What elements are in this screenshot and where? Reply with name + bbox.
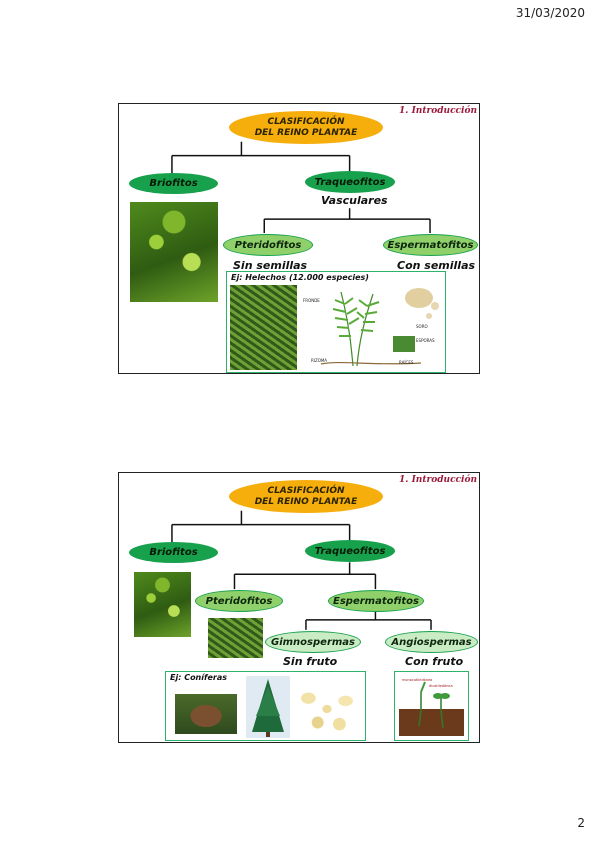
slide-2: 1. Introducción CLASIFICACIÓN DEL REINO … [118,472,480,743]
pteridofitos-oval: Pteridofitos [195,590,283,612]
angiosperm-example-box: monocotiledónea dicotiledónea [394,671,469,741]
fern-photo [230,285,297,370]
spruce-tree-icon [252,679,284,737]
diagram-label-soro: SORO [416,324,428,329]
espermatofitos-oval: Espermatofitos [383,234,478,256]
connector-lines [171,510,432,630]
gimnospermas-oval: Gimnospermas [265,631,361,653]
fern-example-box: Ej: Helechos (12.000 especies) [226,271,446,373]
moss-photo [130,202,218,302]
sin-semillas-label: Sin semillas [233,259,308,272]
pinecone-photo [175,694,237,734]
spruce-photo [246,676,290,738]
seedling-diagram: monocotiledónea dicotiledónea [399,676,464,736]
conifer-example-label: Ej: Coníferas [170,673,228,682]
seedling-label-dico: dicotiledónea [429,684,453,688]
pteridofitos-oval: Pteridofitos [223,234,313,256]
title-line-1: CLASIFICACIÓN [267,485,345,496]
connector-lines [171,141,431,234]
fern-photo [208,618,263,658]
moss-photo [134,572,191,637]
traqueofitos-oval: Traqueofitos [305,171,395,193]
briofitos-oval: Briofitos [129,173,218,194]
slide-1: 1. Introducción CLASIFICACIÓN DEL REINO … [118,103,480,374]
diagram-label-rizoma: RIZOMA [311,358,327,363]
briofitos-oval: Briofitos [129,542,218,563]
page-date: 31/03/2020 [515,6,585,20]
page-number: 2 [577,816,585,830]
angiospermas-oval: Angiospermas [385,631,478,653]
seedling-icon: monocotiledónea dicotiledónea [402,678,453,729]
section-label: 1. Introducción [399,106,477,116]
title-oval: CLASIFICACIÓN DEL REINO PLANTAE [229,480,383,513]
espermatofitos-oval: Espermatofitos [328,590,424,612]
title-line-2: DEL REINO PLANTAE [254,127,358,138]
title-line-2: DEL REINO PLANTAE [254,496,358,507]
vasculares-label: Vasculares [321,194,388,207]
sin-fruto-label: Sin fruto [283,655,338,668]
con-semillas-label: Con semillas [397,259,476,272]
conifer-example-box: Ej: Coníferas [165,671,366,741]
diagram-label-esporas: ESPORAS [416,338,435,343]
title-oval: CLASIFICACIÓN DEL REINO PLANTAE [229,111,383,144]
fern-diagram: FRONDE SORO ESPORAS RIZOMA RAÍCES [303,288,439,367]
fern-example-label: Ej: Helechos (12.000 especies) [231,273,369,282]
con-fruto-label: Con fruto [405,655,464,668]
seedling-label-mono: monocotiledónea [402,678,432,682]
section-label: 1. Introducción [399,475,477,485]
diagram-label-raices: RAÍCES [399,360,414,365]
title-line-1: CLASIFICACIÓN [267,116,345,127]
pine-nuts-photo [296,682,358,736]
traqueofitos-oval: Traqueofitos [305,540,395,562]
diagram-label-fronde: FRONDE [303,298,320,303]
